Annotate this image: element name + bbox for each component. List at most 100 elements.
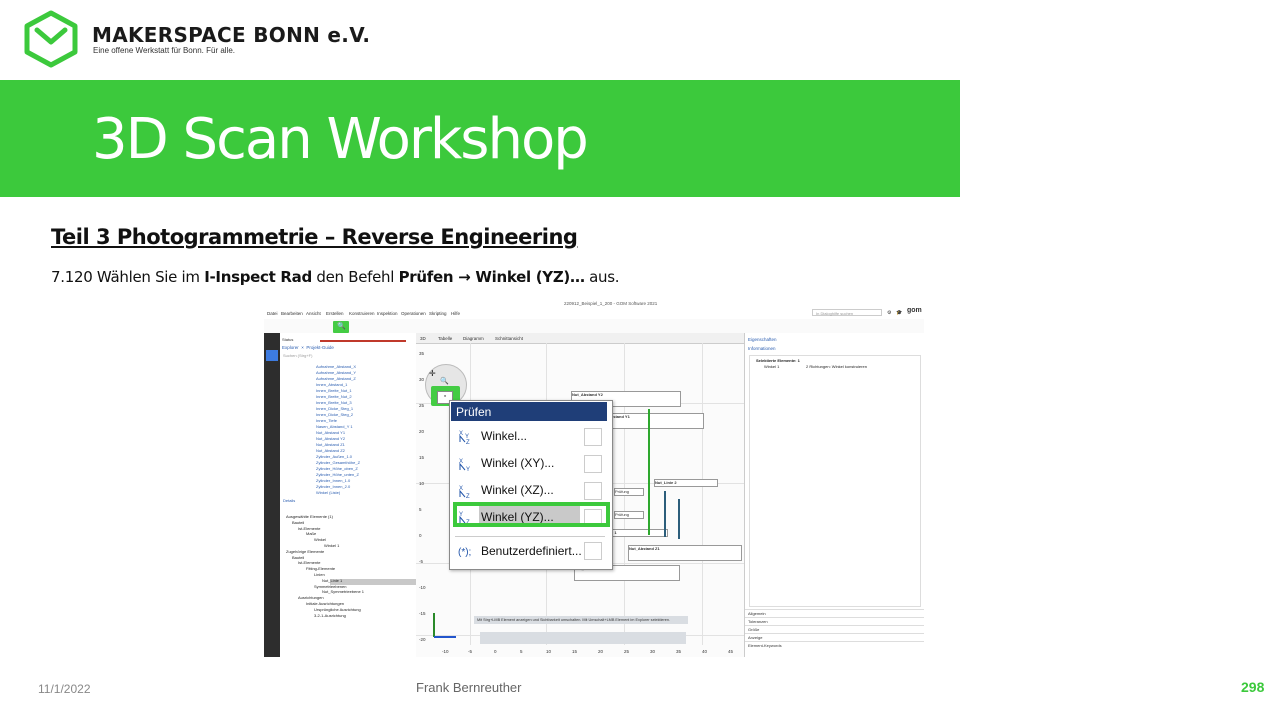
svg-text:Z: Z <box>466 494 470 499</box>
layout-icon[interactable] <box>266 376 278 387</box>
y-tick-label: -10 <box>419 585 426 590</box>
inspect-tool-highlight[interactable] <box>333 321 349 333</box>
explorer-item[interactable]: Nut_Abstand Z2 <box>316 448 345 453</box>
detail-item[interactable]: Bauteil <box>292 554 305 560</box>
detail-item[interactable]: Ausgewählte Elemente (1) <box>286 514 333 519</box>
menu-item-winkel-xz[interactable]: Winkel (XZ)... <box>481 483 554 497</box>
detail-item[interactable]: Winkel <box>314 537 327 543</box>
row-allgemein[interactable]: Allgemein <box>748 611 766 616</box>
tab-explorer[interactable]: Explorer <box>282 345 299 350</box>
menu-item-winkel[interactable]: Winkel... <box>481 429 528 443</box>
explorer-item[interactable]: Aufnahme_Abstand_X <box>316 364 357 369</box>
brand-name: MAKERSPACE BONN e.V. <box>92 23 371 47</box>
row-toleranzen[interactable]: Toleranzen <box>748 619 768 624</box>
menu-erstellen[interactable]: Erstellen <box>326 311 344 316</box>
properties-panel: Eigenschaften Informationen Selektierte … <box>744 333 924 657</box>
tab-eigenschaften[interactable]: Eigenschaften <box>748 337 777 342</box>
y-tick-label: 0 <box>419 533 422 538</box>
inspect-icon[interactable] <box>266 350 278 361</box>
tab-projekt-guide[interactable]: Projekt-Guide <box>306 345 334 350</box>
page-number: 298 <box>1241 679 1265 695</box>
explorer-item[interactable]: Innen_Breite_Nut_3 <box>316 400 352 405</box>
tab-informationen[interactable]: Informationen <box>748 346 776 351</box>
tab-details[interactable]: Details <box>283 498 296 503</box>
explorer-item[interactable]: Zylinder_Höhe_oben_Z <box>316 466 358 471</box>
menu-hilfe[interactable]: Hilfe <box>451 311 461 316</box>
menubar: 220912_Beispiel_1_200 - GOM Software 202… <box>264 299 924 320</box>
detail-item[interactable]: Nut_Linie 1 <box>322 577 343 583</box>
detail-item[interactable]: Winkel 1 <box>324 543 340 548</box>
explorer-item[interactable]: Winkel (Liste) <box>316 490 341 495</box>
home-icon[interactable] <box>266 337 278 348</box>
explorer-item[interactable]: Nut_Abstand Y1 <box>316 430 346 435</box>
dialog-help-search[interactable]: In Dialoghilfe suchen <box>812 309 882 316</box>
menu-operationen[interactable]: Operationen <box>401 311 426 316</box>
wheel-magnifier-icon[interactable]: 🔍 <box>440 378 449 385</box>
menu-item-benutzerdefiniert-checkbox[interactable] <box>584 542 602 560</box>
explorer-item[interactable]: Zylinder_Außen_1.0 <box>316 454 353 459</box>
detail-item[interactable]: Symmetrieebenen <box>314 583 347 589</box>
menu-item-winkel-checkbox[interactable] <box>584 428 602 446</box>
detail-item[interactable]: Bauteil <box>292 519 305 525</box>
explorer-item[interactable]: Innen_Tiefe <box>316 418 337 423</box>
settings-icon[interactable]: ⚙ <box>887 310 892 316</box>
menu-item-winkel-xy[interactable]: Winkel (XY)... <box>481 456 555 470</box>
menu-inspektion[interactable]: Inspektion <box>377 311 398 316</box>
tab-diagramm[interactable]: Diagramm <box>463 336 484 341</box>
explorer-item[interactable]: Innen_Dicke_Steg_1 <box>316 406 354 411</box>
x-tick-label: 15 <box>572 649 578 654</box>
menu-item-winkel-xz-checkbox[interactable] <box>584 482 602 500</box>
menu-datei[interactable]: Datei <box>267 311 278 316</box>
row-groesse[interactable]: Größe <box>748 627 760 632</box>
detail-item[interactable]: Ist-Elemente <box>298 525 321 531</box>
tab-3d[interactable]: 3D <box>420 336 426 341</box>
explorer-item[interactable]: Aufnahme_Abstand_Z <box>316 376 356 381</box>
detail-item[interactable]: Initiale Ausrichtungen <box>306 601 345 606</box>
explorer-item[interactable]: Innen_Abstand_1 <box>316 382 348 387</box>
explorer-item[interactable]: Zylinder_Innen_1.0 <box>316 478 351 483</box>
explorer-item[interactable]: Innen_Breite_Nut_1 <box>316 388 352 393</box>
detail-item[interactable]: Ist-Elemente <box>298 560 321 566</box>
explorer-item[interactable]: Innen_Breite_Nut_2 <box>316 394 352 399</box>
explorer-item[interactable]: Nasen_Abstand_Y 1 <box>316 424 353 429</box>
detail-item[interactable]: Nut_Symmetrieebene 1 <box>322 589 365 595</box>
menu-item-winkel-xy-checkbox[interactable] <box>584 455 602 473</box>
explorer-item[interactable]: Zylinder_Höhe_unten_Z <box>316 472 359 477</box>
brand-tagline: Eine offene Werkstatt für Bonn. Für alle… <box>93 46 235 55</box>
svg-text:X: X <box>459 486 463 492</box>
menu-item-winkel-yz[interactable]: Winkel (YZ)... <box>481 510 554 524</box>
detail-item[interactable]: Zugehörige Elemente <box>286 548 325 554</box>
explorer-item[interactable]: Nut_Abstand Z1 <box>316 442 345 447</box>
menu-item-benutzerdefiniert[interactable]: Benutzerdefiniert... <box>481 544 582 558</box>
tab-schnittansicht[interactable]: Schnittansicht <box>495 336 524 341</box>
y-tick-label: 15 <box>419 455 425 460</box>
explorer-item[interactable]: Nut_Abstand Y2 <box>316 436 346 441</box>
row-element-keywords[interactable]: Element-Keywords <box>748 643 782 648</box>
detail-item[interactable]: Maße <box>306 531 317 537</box>
graduation-icon[interactable]: 🎓 <box>896 310 903 316</box>
menu-skripting[interactable]: Skripting <box>429 311 447 316</box>
detail-item[interactable]: Ausrichtungen <box>298 595 324 601</box>
report-icon[interactable] <box>266 363 278 374</box>
explorer-item[interactable]: Zylinder_Innen_2.0 <box>316 484 351 489</box>
explorer-item[interactable]: Aufnahme_Abstand_Y <box>316 370 357 375</box>
arrow-icon: → <box>453 268 476 286</box>
detail-item[interactable]: Fitting-Elemente <box>306 566 336 572</box>
tab-tabelle[interactable]: Tabelle <box>438 336 453 341</box>
explorer-filter[interactable]: Suchen (Strg+F) <box>283 353 313 358</box>
explorer-item[interactable]: Innen_Dicke_Steg_2 <box>316 412 354 417</box>
menu-ansicht[interactable]: Ansicht <box>306 311 321 316</box>
detail-item[interactable]: Ursprüngliche Ausrichtung <box>314 606 361 612</box>
detail-item[interactable]: Linien <box>314 572 325 577</box>
y-tick-label: -20 <box>419 637 426 642</box>
explorer-item[interactable]: Zylinder_Gesamthöhe_Z <box>316 460 361 465</box>
selected-item-fill <box>479 506 580 525</box>
y-tick-label: 20 <box>419 429 425 434</box>
selected-row <box>330 579 426 585</box>
row-anzeige[interactable]: Anzeige <box>748 635 763 640</box>
menu-konstruieren[interactable]: Konstruieren <box>349 311 375 316</box>
move-icon[interactable]: ✛ <box>429 369 436 378</box>
view-toolbar[interactable] <box>480 632 686 644</box>
menu-bearbeiten[interactable]: Bearbeiten <box>281 311 303 316</box>
detail-item[interactable]: 3-2-1-Ausrichtung <box>314 612 346 618</box>
